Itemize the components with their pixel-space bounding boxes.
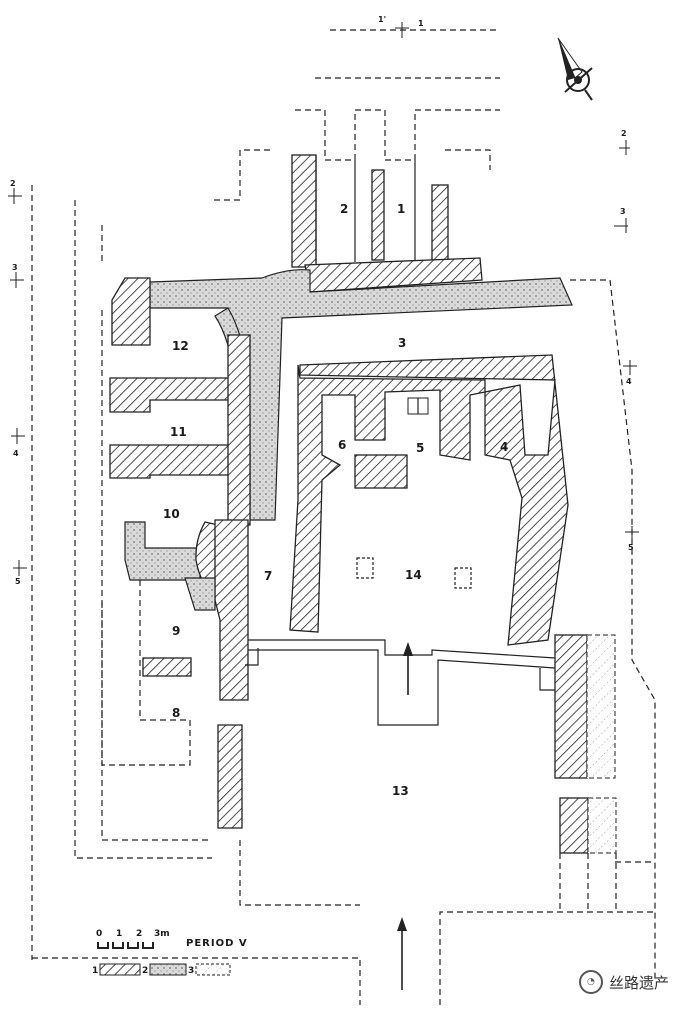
section-marker-left: 2 3 4 5 xyxy=(8,179,27,586)
entrance-arrow-icon xyxy=(397,642,413,990)
east-towers xyxy=(554,634,617,912)
scale-tick: 2 xyxy=(136,929,142,939)
legend-number: 3 xyxy=(188,966,194,976)
room-label: 8 xyxy=(172,706,180,720)
west-rooms xyxy=(101,277,251,841)
room-label: 5 xyxy=(416,441,424,455)
room-label: 4 xyxy=(500,440,508,454)
section-label: 2 xyxy=(621,129,627,138)
scale-tick: 1 xyxy=(116,929,122,939)
room-label: 10 xyxy=(163,507,180,521)
section-label: 2 xyxy=(10,179,16,188)
legend-swatch-dotted xyxy=(149,963,187,976)
room-label: 7 xyxy=(264,569,272,583)
section-marker: 1' 1 xyxy=(378,15,424,38)
room-label: 13 xyxy=(392,784,409,798)
room-labels: 1 2 3 4 5 6 7 8 9 10 11 12 13 14 xyxy=(163,202,508,798)
room-label: 2 xyxy=(340,202,348,216)
outer-enclosure xyxy=(31,29,656,1005)
section-label: 3 xyxy=(620,207,626,216)
section-marker-right: 2 3 4 5 xyxy=(614,129,639,552)
room-label: 14 xyxy=(405,568,422,582)
room-label: 1 xyxy=(397,202,405,216)
section-label: 4 xyxy=(626,377,632,386)
north-corridors xyxy=(212,109,500,293)
legend-number: 2 xyxy=(142,966,148,976)
section-markers: 1' 1 2 3 4 5 2 3 4 xyxy=(8,15,639,586)
scale-tick: 3m xyxy=(154,929,170,939)
legend: 1 2 3 xyxy=(92,963,231,976)
wechat-watermark-icon: ◔ xyxy=(578,970,603,994)
inner-complex xyxy=(289,354,569,646)
period-label: PERIOD Ⅴ xyxy=(186,938,248,949)
room-label: 3 xyxy=(398,336,406,350)
watermark: ◔ 丝路遗产 xyxy=(578,970,669,994)
room-label: 6 xyxy=(338,438,346,452)
north-arrow-icon xyxy=(557,37,593,101)
courtyard xyxy=(239,639,558,906)
section-label: 3 xyxy=(12,263,18,272)
watermark-text: 丝路遗产 xyxy=(608,973,669,992)
room-label: 11 xyxy=(170,425,187,439)
section-label: 4 xyxy=(13,449,19,458)
section-label: 5 xyxy=(15,577,21,586)
section-label: 5 xyxy=(628,543,634,552)
legend-swatch-light xyxy=(195,963,231,976)
room-label: 9 xyxy=(172,624,180,638)
scale-tick: 0 xyxy=(96,929,102,939)
scale-bar: 0 1 2 3m PERIOD Ⅴ xyxy=(96,929,248,949)
section-label: 1' xyxy=(378,15,386,24)
legend-swatch-hatched xyxy=(99,963,141,976)
section-label: 1 xyxy=(418,19,424,28)
legend-number: 1 xyxy=(92,966,98,976)
room-label: 12 xyxy=(172,339,189,353)
